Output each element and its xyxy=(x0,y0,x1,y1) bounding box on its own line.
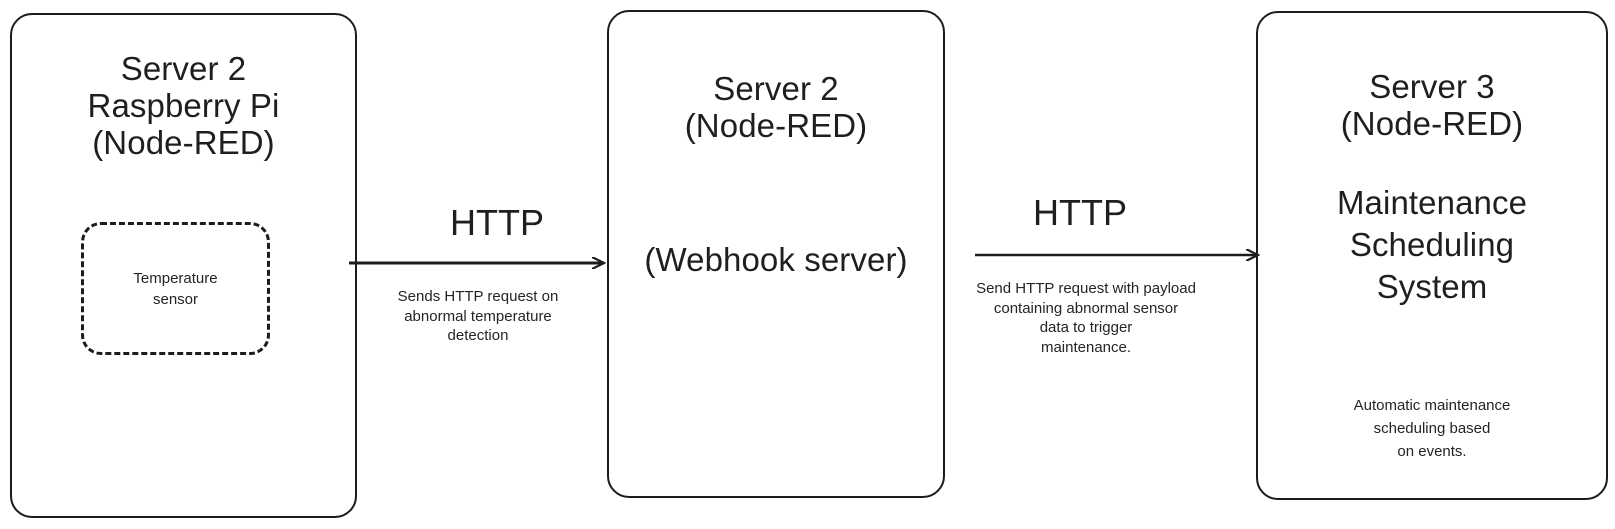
node-server2-raspberry-pi-title: Server 2 Raspberry Pi (Node-RED) xyxy=(87,50,280,161)
temperature-sensor-label: Temperature sensor xyxy=(133,269,218,308)
node-server3-maintenance-note: Automatic maintenance scheduling based o… xyxy=(1353,397,1511,460)
edge-webhook-to-maintenance-protocol: HTTP xyxy=(1033,192,1127,233)
node-server2-webhook-title: Server 2 (Node-RED) xyxy=(684,70,868,144)
edge-pi-to-webhook-protocol: HTTP xyxy=(450,202,544,243)
temperature-sensor-box[interactable]: Temperature sensor xyxy=(81,222,270,355)
edge-pi-to-webhook-description: Sends HTTP request on abnormal temperatu… xyxy=(397,288,559,344)
node-server3-maintenance-title: Server 3 (Node-RED) xyxy=(1340,68,1524,142)
node-server2-webhook-subtitle: (Webhook server) xyxy=(644,241,908,278)
edge-webhook-to-maintenance-description: Send HTTP request with payload containin… xyxy=(976,280,1196,356)
node-server2-webhook[interactable] xyxy=(607,10,945,498)
node-server3-maintenance[interactable] xyxy=(1256,11,1608,500)
node-server3-maintenance-subtitle: Maintenance Scheduling System xyxy=(1336,184,1528,305)
